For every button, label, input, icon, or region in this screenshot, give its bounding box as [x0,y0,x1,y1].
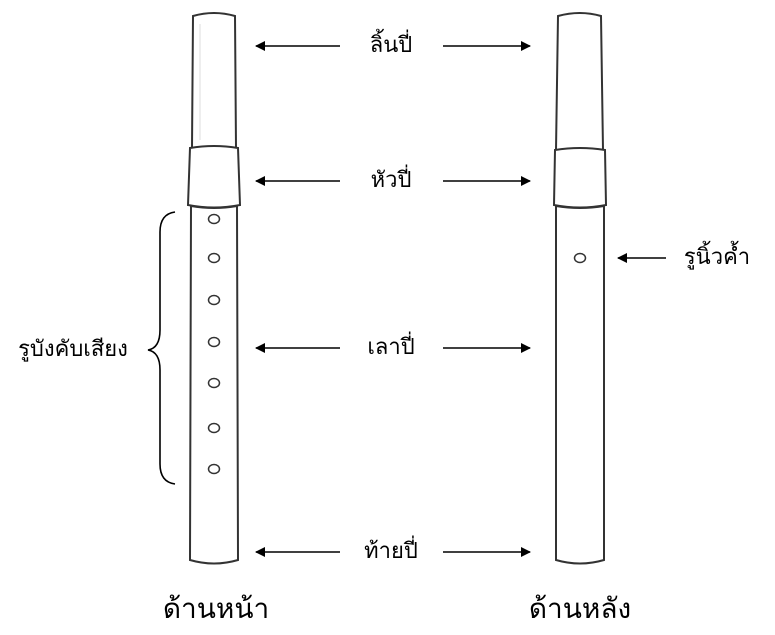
finger-hole [207,252,221,264]
head-label: หัวปี่ [370,168,412,193]
finger-holes-label: รูบังคับเสียง [18,337,128,362]
finger-hole [207,213,221,225]
back-reed [554,12,605,153]
front-reed [190,12,238,151]
front-head [186,145,242,209]
finger-hole [207,294,221,306]
finger-holes-brace [147,211,176,485]
thumb-hole [573,252,587,264]
back-caption: ด้านหลัง [528,592,632,625]
back-head [552,147,608,209]
finger-hole [207,336,221,348]
front-finger-holes [207,213,221,475]
front-caption: ด้านหน้า [162,592,270,625]
body-label: เลาปี่ [367,335,415,360]
finger-hole [207,463,221,475]
thumb-hole-label: รูนิ้วค้ำ [683,245,751,270]
tail-label: ท้ายปี่ [364,539,418,564]
finger-hole [207,422,221,434]
back-body [555,204,605,565]
back-instrument [552,12,608,565]
reed-label: ลิ้นปี่ [369,33,413,58]
finger-hole [207,377,221,389]
front-instrument [186,12,242,565]
